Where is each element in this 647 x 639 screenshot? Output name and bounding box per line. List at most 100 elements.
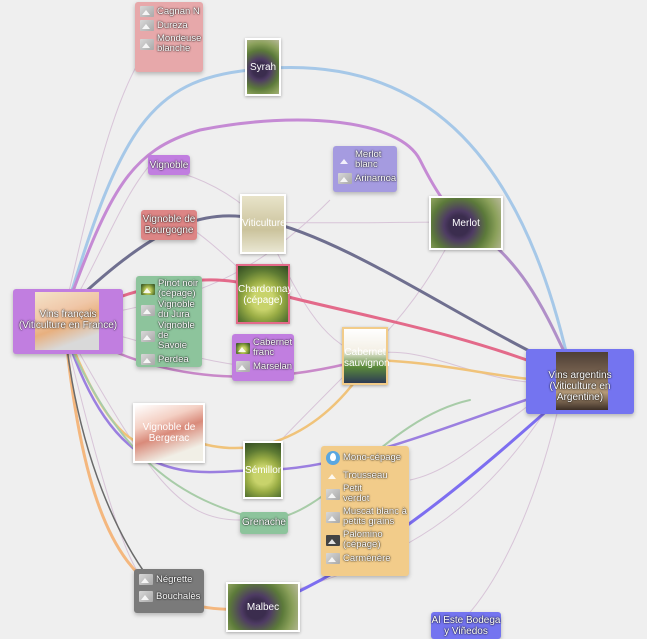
list-item[interactable]: Petit verdot <box>326 484 407 504</box>
edge <box>61 59 141 323</box>
list-item[interactable]: Mondeuse blanche <box>140 34 201 54</box>
list-item[interactable]: Muscat blanc à petits grains <box>326 507 407 527</box>
node-label: Grenache <box>242 517 286 528</box>
node-label: Mondeuse blanche <box>157 33 202 54</box>
image-icon <box>141 330 155 342</box>
edge <box>261 381 565 601</box>
malbec-node[interactable]: Malbec <box>226 582 300 632</box>
image-icon <box>326 553 340 564</box>
edge <box>61 321 241 521</box>
image-icon <box>141 283 155 295</box>
image-icon <box>140 38 154 50</box>
node-label: Mono-cépage <box>343 452 402 463</box>
image-icon <box>236 361 250 372</box>
list-item[interactable]: Vignoble de Savoie <box>141 321 200 351</box>
node-label: Sémillon <box>245 465 284 476</box>
list-item[interactable]: Arinarnoa <box>338 173 396 184</box>
node-label: Muscat blanc à petits grains <box>343 506 407 527</box>
edge-malbec-argentina <box>260 390 570 610</box>
grape-group-orange[interactable]: Mono-cépage Trousseau Petit verdot Musca… <box>321 446 409 576</box>
node-label: Petit verdot <box>343 483 370 504</box>
node-label: Vins argentins (Viticulture en Argentine… <box>548 370 612 403</box>
list-item[interactable]: Marselan <box>236 361 293 372</box>
node-label: Al Este Bodega y Viñedos <box>431 615 501 637</box>
node-label: Merlot <box>452 218 480 229</box>
painting-image <box>556 352 608 410</box>
image-icon <box>326 488 340 500</box>
grenache-node[interactable]: Grenache <box>240 512 288 534</box>
water-drop-icon <box>326 451 340 465</box>
node-label: Arinarnoa <box>355 172 397 184</box>
image-icon <box>141 354 155 365</box>
node-label: Carménère <box>343 552 391 564</box>
node-label: Bouchalès <box>156 590 201 602</box>
vignoble-node[interactable]: Vignoble <box>148 155 190 175</box>
semillon-node[interactable]: Sémillon <box>243 441 283 499</box>
vignoble-bourgogne-node[interactable]: Vignoble de Bourgogne <box>141 210 197 240</box>
grape-group-green[interactable]: Pinot noir (cépage) Vignoble du Jura Vig… <box>136 276 202 367</box>
vins-argentins-node[interactable]: Vins argentins (Viticulture en Argentine… <box>526 349 634 414</box>
node-label: Dureza <box>157 19 188 31</box>
list-item[interactable]: Trousseau <box>326 470 407 481</box>
image-icon <box>139 591 153 602</box>
edge <box>464 381 565 619</box>
list-item[interactable]: Mono-cépage <box>326 451 407 465</box>
list-item[interactable]: Pinot noir (cépage) <box>141 279 200 299</box>
chardonnay-node[interactable]: Chardonnay (cépage) <box>236 264 293 324</box>
node-label: Vignoble de Bergerac <box>142 422 196 444</box>
node-label: Marselan <box>253 360 293 372</box>
image-icon <box>236 342 250 354</box>
al-este-node[interactable]: Al Este Bodega y Viñedos <box>431 612 501 639</box>
image-icon <box>338 173 352 184</box>
node-label: Viticulture <box>242 218 286 229</box>
node-label: Pinot noir (cépage) <box>158 278 199 299</box>
node-label: Vignoble de Bourgogne <box>142 214 196 236</box>
node-label: Perdea <box>158 353 189 365</box>
list-item[interactable]: Dureza <box>140 20 201 31</box>
syrah-node[interactable]: Syrah <box>245 38 281 96</box>
node-label: Syrah <box>249 62 277 73</box>
map-image <box>35 292 99 350</box>
node-label: Vignoble du Jura <box>158 299 195 320</box>
grape-group-pink[interactable]: Cagnan N Dureza Mondeuse blanche <box>135 2 203 72</box>
list-item[interactable]: Palomino (cépage) <box>326 530 407 550</box>
grape-group-purple[interactable]: Cabernet franc Marselan <box>232 334 294 381</box>
image-icon <box>338 155 352 166</box>
list-item[interactable]: Négrette <box>139 574 200 585</box>
list-item[interactable]: Merlot blanc <box>338 150 396 170</box>
edge-negrette <box>65 339 151 581</box>
viticulture-node[interactable]: Viticulture <box>240 194 286 254</box>
image-icon <box>326 511 340 523</box>
list-item[interactable]: Cabernet franc <box>236 338 293 358</box>
node-label: Trousseau <box>343 469 388 481</box>
node-label: Cabernet franc <box>253 337 293 358</box>
node-label: Palomino (cépage) <box>343 529 383 550</box>
grape-group-gray[interactable]: Négrette Bouchalès <box>134 569 204 613</box>
node-label: Négrette <box>156 573 193 585</box>
image-icon <box>139 574 153 585</box>
image-icon <box>141 304 155 316</box>
node-label: Vins français (Viticulture en France) <box>18 309 118 331</box>
vins-francais-node[interactable]: Vins français (Viticulture en France) <box>13 289 123 354</box>
cabernet-sauvignon-node[interactable]: Cabernet sauvignon <box>342 327 390 385</box>
list-item[interactable]: Cagnan N <box>140 6 201 17</box>
node-label: Cagnan N <box>157 5 200 17</box>
edge-merlot-francais <box>64 118 467 312</box>
node-label: Vignoble <box>149 160 189 171</box>
node-label: Malbec <box>246 602 280 613</box>
image-icon <box>326 534 340 546</box>
node-label: Merlot blanc <box>355 149 382 170</box>
node-label: Chardonnay (cépage) <box>238 284 293 306</box>
list-item[interactable]: Perdea <box>141 354 200 365</box>
node-label: Cabernet sauvignon <box>344 347 390 369</box>
list-item[interactable]: Carménère <box>326 553 407 564</box>
image-icon <box>326 470 340 481</box>
vignoble-bergerac-node[interactable]: Vignoble de Bergerac <box>133 403 205 463</box>
image-icon <box>140 20 154 31</box>
merlot-node[interactable]: Merlot <box>429 196 503 250</box>
list-item[interactable]: Vignoble du Jura <box>141 300 200 320</box>
grape-group-lavender[interactable]: Merlot blanc Arinarnoa <box>333 146 397 192</box>
image-icon <box>140 6 154 17</box>
edge-malbec-francais <box>64 338 264 611</box>
list-item[interactable]: Bouchalès <box>139 591 200 602</box>
